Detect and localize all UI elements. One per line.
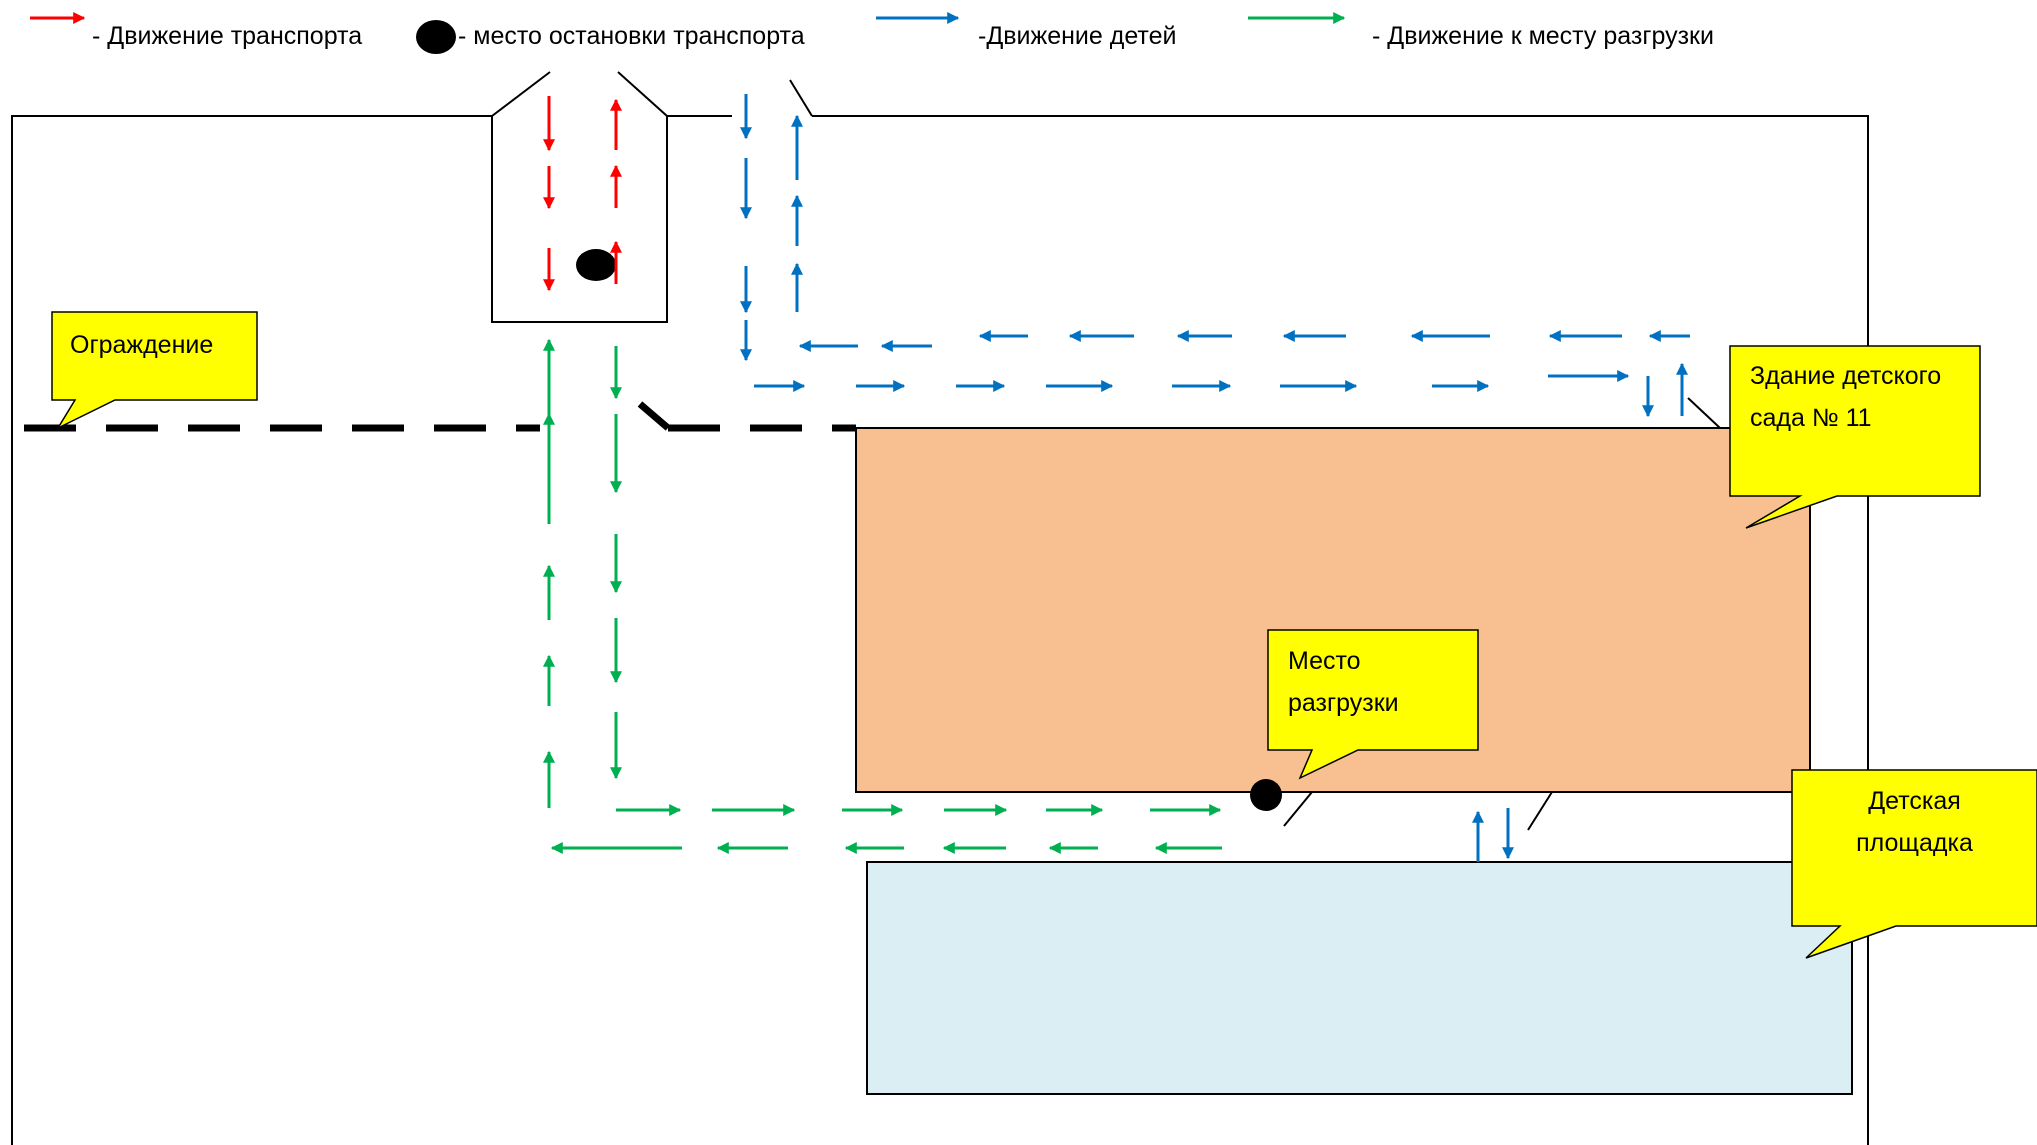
playground-label-line1: Детская bbox=[1868, 787, 1961, 815]
playground-label: Детская площадка bbox=[1792, 780, 2037, 864]
playground-callout bbox=[1791, 769, 2037, 959]
playground-label-line2: площадка bbox=[1856, 829, 1973, 857]
building-label-line2: сада № 11 bbox=[1750, 404, 1872, 432]
legend-stop-label: - место остановки транспорта bbox=[458, 22, 805, 50]
entrance-marks bbox=[1283, 397, 1721, 831]
unloading-stop-marker bbox=[1250, 779, 1282, 811]
legend-graphics bbox=[30, 12, 1346, 54]
legend-transport-label: - Движение транспорта bbox=[92, 22, 363, 50]
fence-label: Ограждение bbox=[70, 331, 214, 359]
transport-stop-marker bbox=[576, 249, 616, 281]
legend-stop-marker bbox=[416, 20, 456, 54]
unloading-callout bbox=[1267, 629, 1479, 780]
fence-line bbox=[24, 401, 856, 432]
building-callout bbox=[1729, 345, 1981, 529]
unloading-label-line2: разгрузки bbox=[1288, 689, 1399, 717]
unloading-label-line1: Место bbox=[1288, 647, 1361, 675]
building-label: Здание детского сада № 11 bbox=[1750, 355, 1941, 439]
building-label-line1: Здание детского bbox=[1750, 362, 1942, 390]
fence-callout bbox=[51, 311, 258, 430]
legend-unloading-label: - Движение к месту разгрузки bbox=[1372, 22, 1714, 50]
route-arrows bbox=[543, 94, 1690, 862]
vehicle-gate bbox=[491, 71, 813, 323]
unloading-label: Место разгрузки bbox=[1288, 640, 1399, 724]
legend-children-label: -Движение детей bbox=[978, 22, 1177, 50]
playground-area bbox=[866, 861, 1853, 1095]
